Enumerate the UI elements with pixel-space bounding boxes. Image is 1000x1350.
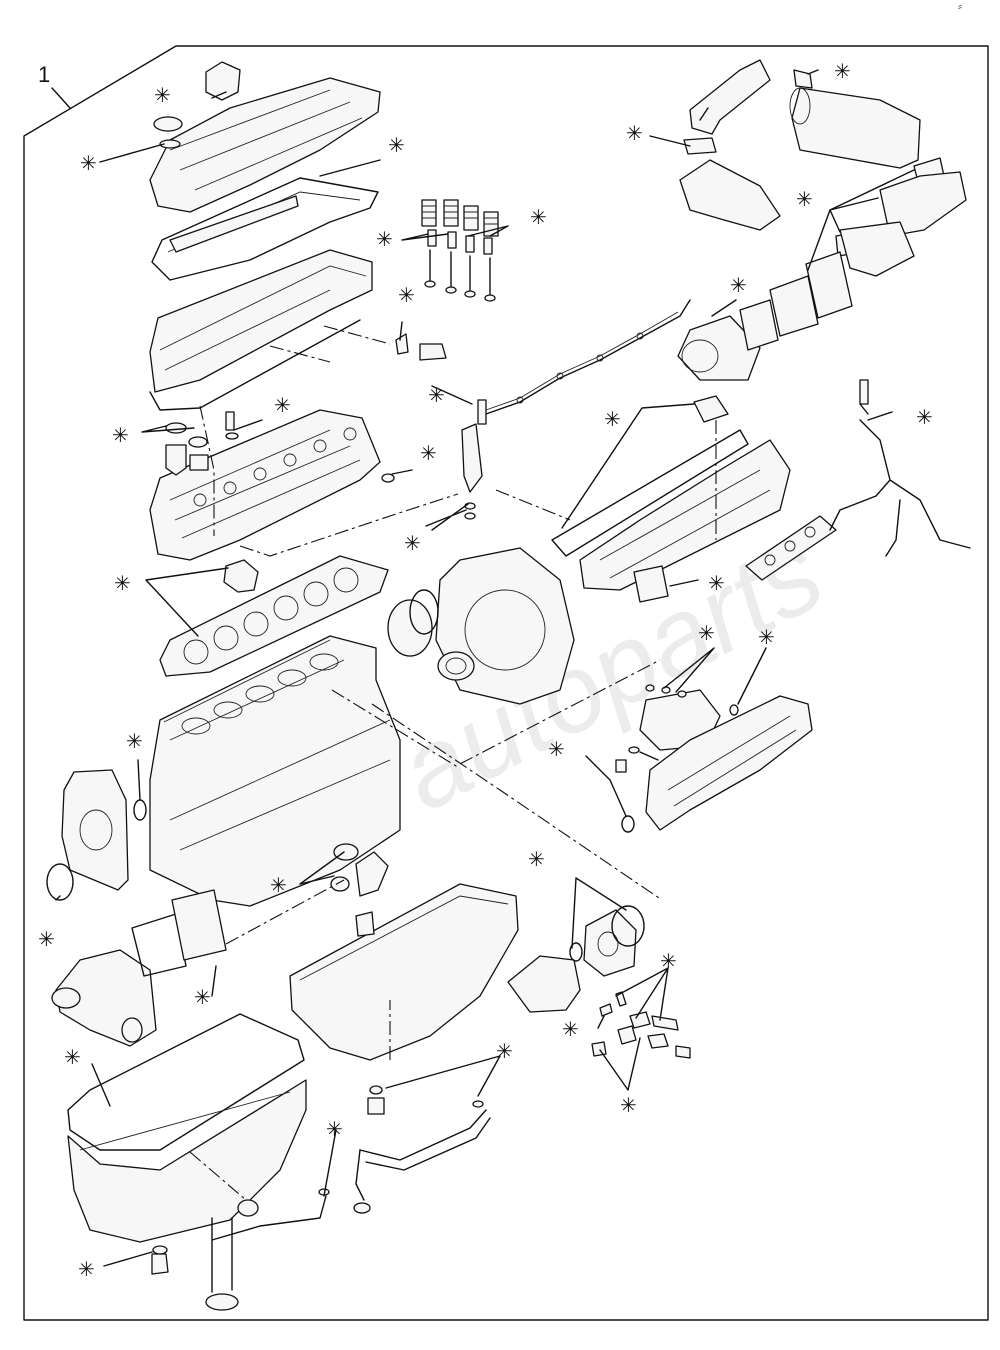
corner-mark: ⸗ bbox=[958, 0, 962, 13]
fuel-pump bbox=[507, 955, 581, 1013]
oil-pan-upper bbox=[289, 883, 519, 1061]
front-cover-oring bbox=[133, 799, 147, 821]
throttle-body bbox=[677, 315, 761, 381]
oil-suction-pipe bbox=[353, 1100, 491, 1214]
marker-icon: ✳ bbox=[626, 123, 643, 145]
center-lines bbox=[189, 325, 717, 1201]
rocker-cover bbox=[149, 61, 381, 213]
marker-icon: ✳ bbox=[274, 395, 291, 417]
marker-icon: ✳ bbox=[78, 1259, 95, 1281]
fuel-fittings bbox=[591, 991, 691, 1059]
oil-pan-gasket bbox=[67, 1013, 305, 1151]
marker-icon: ✳ bbox=[758, 627, 775, 649]
marker-icon: ✳ bbox=[548, 739, 565, 761]
marker-icon: ✳ bbox=[398, 285, 415, 307]
marker-icon: ✳ bbox=[708, 573, 725, 595]
marker-icon: ✳ bbox=[528, 849, 545, 871]
oil-pickup-tube bbox=[205, 1188, 330, 1311]
marker-icon: ✳ bbox=[428, 385, 445, 407]
common-rail bbox=[745, 515, 837, 581]
throttle-gasket bbox=[739, 275, 819, 351]
fuel-return-line bbox=[485, 299, 691, 415]
valve-cover-gasket-lower bbox=[149, 249, 373, 411]
egr-cooler bbox=[789, 87, 921, 169]
breather-plate bbox=[169, 195, 299, 253]
oil-cooler bbox=[645, 695, 813, 831]
timing-cover-gasket bbox=[171, 889, 227, 961]
marker-icon: ✳ bbox=[604, 409, 621, 431]
marker-icon: ✳ bbox=[834, 61, 851, 83]
intake-manifold bbox=[579, 439, 791, 591]
marker-icon: ✳ bbox=[38, 929, 55, 951]
marker-icon: ✳ bbox=[112, 425, 129, 447]
egr-heat-shield bbox=[805, 251, 853, 319]
marker-icon: ✳ bbox=[270, 875, 287, 897]
front-cover bbox=[61, 769, 129, 891]
valves bbox=[424, 249, 496, 302]
water-outlet bbox=[223, 559, 259, 593]
marker-icon: ✳ bbox=[730, 275, 747, 297]
egr-valve bbox=[839, 171, 967, 277]
marker-icon: ✳ bbox=[388, 135, 405, 157]
replacement-markers: ✳ ✳ ✳ ✳ ✳ ✳ ✳ ✳ ✳ ✳ ✳ ✳ ✳ ✳ ✳ ✳ ✳ ✳ ✳ ✳ … bbox=[38, 61, 933, 1281]
oil-pan-lower bbox=[67, 1079, 307, 1243]
marker-icon: ✳ bbox=[796, 189, 813, 211]
marker-icon: ✳ bbox=[698, 623, 715, 645]
marker-icon: ✳ bbox=[620, 1095, 637, 1117]
drain-plug bbox=[151, 1085, 385, 1275]
oil-cooler-orings bbox=[615, 684, 739, 833]
intake-manifold-gasket bbox=[551, 395, 749, 557]
marker-icon: ✳ bbox=[376, 229, 393, 251]
flywheel-housing bbox=[387, 547, 575, 705]
water-pump-gasket bbox=[131, 913, 187, 977]
marker-icon: ✳ bbox=[114, 573, 131, 595]
marker-icon: ✳ bbox=[660, 951, 677, 973]
marker-icon: ✳ bbox=[420, 443, 437, 465]
fuel-pump-flange bbox=[569, 905, 645, 977]
cylinder-head bbox=[149, 409, 381, 561]
marker-icon: ✳ bbox=[126, 731, 143, 753]
coolant-connector-gasket bbox=[330, 843, 389, 897]
sensor-plug bbox=[395, 333, 447, 361]
front-crank-seal bbox=[46, 863, 74, 901]
valve-stem-seals bbox=[427, 229, 493, 255]
flywheel-housing-oring bbox=[409, 589, 439, 635]
marker-icon: ✳ bbox=[530, 207, 547, 229]
manifold-flange-gasket bbox=[633, 565, 669, 603]
cylinder-head-gasket bbox=[159, 555, 389, 677]
water-pump bbox=[51, 949, 157, 1047]
item-leader-line bbox=[51, 87, 71, 109]
marker-icon: ✳ bbox=[562, 1019, 579, 1041]
valve-springs bbox=[421, 199, 499, 237]
marker-icon: ✳ bbox=[404, 533, 421, 555]
egr-pipe bbox=[679, 59, 781, 231]
marker-icon: ✳ bbox=[194, 987, 211, 1009]
injector bbox=[461, 399, 487, 493]
thermostat-parts bbox=[165, 411, 395, 483]
kit-frame bbox=[23, 45, 989, 1321]
marker-icon: ✳ bbox=[496, 1041, 513, 1063]
marker-icon: ✳ bbox=[154, 85, 171, 107]
marker-icon: ✳ bbox=[326, 1119, 343, 1141]
fuel-feed-lines bbox=[829, 379, 971, 557]
marker-icon: ✳ bbox=[64, 1047, 81, 1069]
marker-icon: ✳ bbox=[80, 153, 97, 175]
item-number-label: 1 bbox=[38, 62, 50, 87]
rear-crank-seal bbox=[437, 651, 475, 681]
marker-icon: ✳ bbox=[916, 407, 933, 429]
leader-lines bbox=[55, 69, 915, 1267]
